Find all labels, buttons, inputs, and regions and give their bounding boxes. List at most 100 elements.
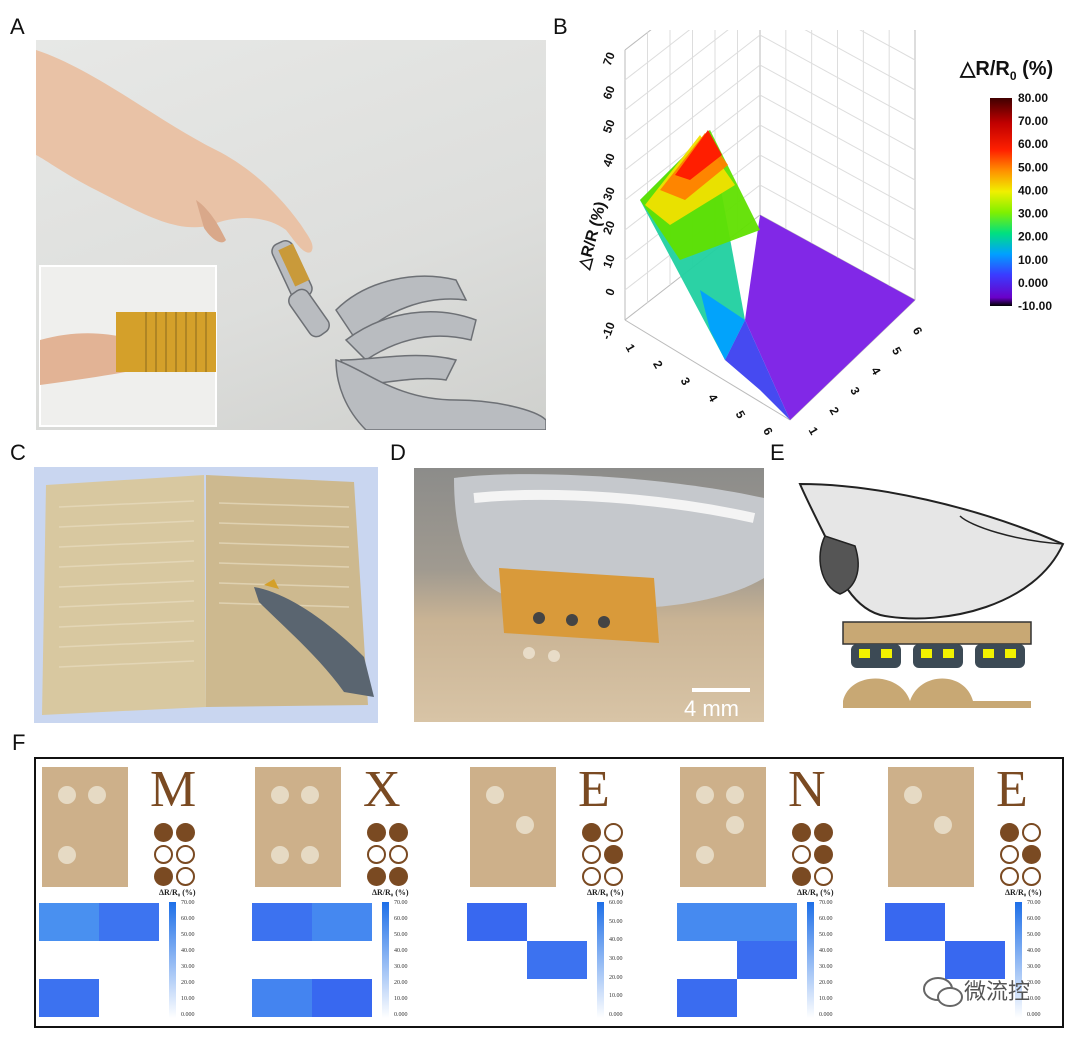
surface-facet <box>700 290 745 360</box>
heatmap-cell <box>312 903 372 941</box>
heatmap-colorbar-tick: 20.00 <box>394 980 408 986</box>
heatmap-cell <box>677 903 737 941</box>
z-tick-label: -10 <box>599 320 618 341</box>
braille-dot-filled <box>154 867 173 886</box>
panel-label-f: F <box>12 730 26 755</box>
braille-panel <box>34 757 1064 1028</box>
heatmap-colorbar-tick: 60.00 <box>609 900 623 906</box>
braille-bump <box>486 786 504 804</box>
braille-bump <box>301 846 319 864</box>
heatmap-colorbar-tick: 40.00 <box>394 948 408 954</box>
heatmap-cell <box>39 979 99 1017</box>
surface-facet <box>725 320 790 420</box>
braille-letter: E <box>578 761 610 818</box>
braille-dot-filled <box>1000 823 1019 842</box>
colorbar-tick-label: 0.000 <box>1018 276 1048 290</box>
y-tick-label: 3 <box>847 385 863 398</box>
heatmap-colorbar <box>1015 902 1022 1018</box>
braille-bump <box>934 816 952 834</box>
heatmap-colorbar <box>382 902 389 1018</box>
colorbar-tick-label: -10.00 <box>1018 299 1052 313</box>
z-tick-label: 60 <box>600 84 618 102</box>
braille-dot-empty <box>176 845 195 864</box>
braille-dot-filled <box>814 823 833 842</box>
braille-photo <box>470 767 556 887</box>
colorbar-tick-label: 10.00 <box>1018 253 1048 267</box>
heatmap-colorbar-tick: 50.00 <box>609 918 623 925</box>
braille-dot-filled <box>792 867 811 886</box>
braille-dot-filled <box>367 867 386 886</box>
braille-dot-filled <box>154 823 173 842</box>
braille-bump <box>726 816 744 834</box>
panel-label-c: C <box>10 440 26 465</box>
heatmap-cell <box>885 903 945 941</box>
braille-photo <box>255 767 341 887</box>
panel-label-d: D <box>390 440 406 465</box>
braille-dot-empty <box>1000 867 1019 886</box>
surface-facet <box>675 130 722 180</box>
heatmap-colorbar-tick: 40.00 <box>1027 948 1041 954</box>
heatmap-colorbar-tick: 60.00 <box>394 916 408 922</box>
braille-dot-filled <box>176 823 195 842</box>
braille-dot-filled <box>389 823 408 842</box>
braille-photo <box>888 767 974 887</box>
x-tick-label: 6 <box>760 425 776 438</box>
heatmap-colorbar-tick: 30.00 <box>181 964 195 970</box>
heatmap-colorbar-tick: 70.00 <box>819 900 833 906</box>
surface-facet <box>745 215 915 420</box>
z-tick-label: 10 <box>600 252 618 270</box>
braille-dot-empty <box>814 867 833 886</box>
heatmap-colorbar-tick: 0.000 <box>1027 1012 1041 1018</box>
heatmap-colorbar-tick: 20.00 <box>819 980 833 986</box>
heatmap-colorbar-tick: 30.00 <box>1027 964 1041 970</box>
heatmap-colorbar-tick: 0.000 <box>181 1012 195 1018</box>
braille-dot-empty <box>176 867 195 886</box>
braille-dot-empty <box>582 867 601 886</box>
heatmap-colorbar-tick: 20.00 <box>1027 980 1041 986</box>
braille-bump <box>696 786 714 804</box>
sensor-units <box>851 644 1025 668</box>
colorbar <box>990 98 1012 306</box>
colorbar-tick-label: 40.00 <box>1018 183 1048 197</box>
braille-bump <box>271 786 289 804</box>
heatmap-cell <box>312 979 372 1017</box>
braille-dot-empty <box>1022 823 1041 842</box>
panel-c-photo <box>34 467 378 723</box>
heatmap-colorbar-title: ΔR/R₀ (%) <box>372 888 409 897</box>
heatmap-colorbar-tick: 50.00 <box>394 932 408 938</box>
y-tick-label: 2 <box>826 405 842 418</box>
heatmap-colorbar-tick: 70.00 <box>181 900 195 906</box>
colorbar-tick-label: 80.00 <box>1018 91 1048 105</box>
heatmap-colorbar-tick: 50.00 <box>181 932 195 938</box>
braille-dot-filled <box>792 823 811 842</box>
colorbar-tick-label: 30.00 <box>1018 207 1048 221</box>
braille-dot-empty <box>1000 845 1019 864</box>
colorbar-tick-label: 50.00 <box>1018 160 1048 174</box>
braille-bump <box>58 846 76 864</box>
heatmap-cell <box>677 979 737 1017</box>
sensor-schematic <box>798 482 1065 708</box>
braille-dot-empty <box>792 845 811 864</box>
heatmap-colorbar-title: ΔR/R₀ (%) <box>1005 888 1042 897</box>
colorbar-tick-label: 70.00 <box>1018 114 1048 128</box>
heatmap-colorbar-tick: 10.00 <box>394 996 408 1002</box>
braille-letter: M <box>150 761 197 818</box>
colorbar-title: △R/R0 (%) <box>960 58 1054 83</box>
heatmap-colorbar-tick: 50.00 <box>819 932 833 938</box>
braille-dot-empty <box>582 845 601 864</box>
braille-photo <box>42 767 128 887</box>
heatmap-cell <box>527 941 587 979</box>
heatmap-colorbar-tick: 40.00 <box>819 948 833 954</box>
panel-label-a: A <box>10 14 25 39</box>
heatmap-colorbar-tick: 60.00 <box>181 916 195 922</box>
panel-label-b: B <box>553 14 568 39</box>
colorbar-tick-label: 20.00 <box>1018 230 1048 244</box>
braille-bump <box>301 786 319 804</box>
heatmap-colorbar-tick: 70.00 <box>394 900 408 906</box>
braille-dot-empty <box>604 867 623 886</box>
surface-plot <box>640 130 915 420</box>
heatmap-colorbar-title: ΔR/R₀ (%) <box>159 888 196 897</box>
braille-letter: X <box>363 761 401 818</box>
braille-dot-empty <box>367 845 386 864</box>
